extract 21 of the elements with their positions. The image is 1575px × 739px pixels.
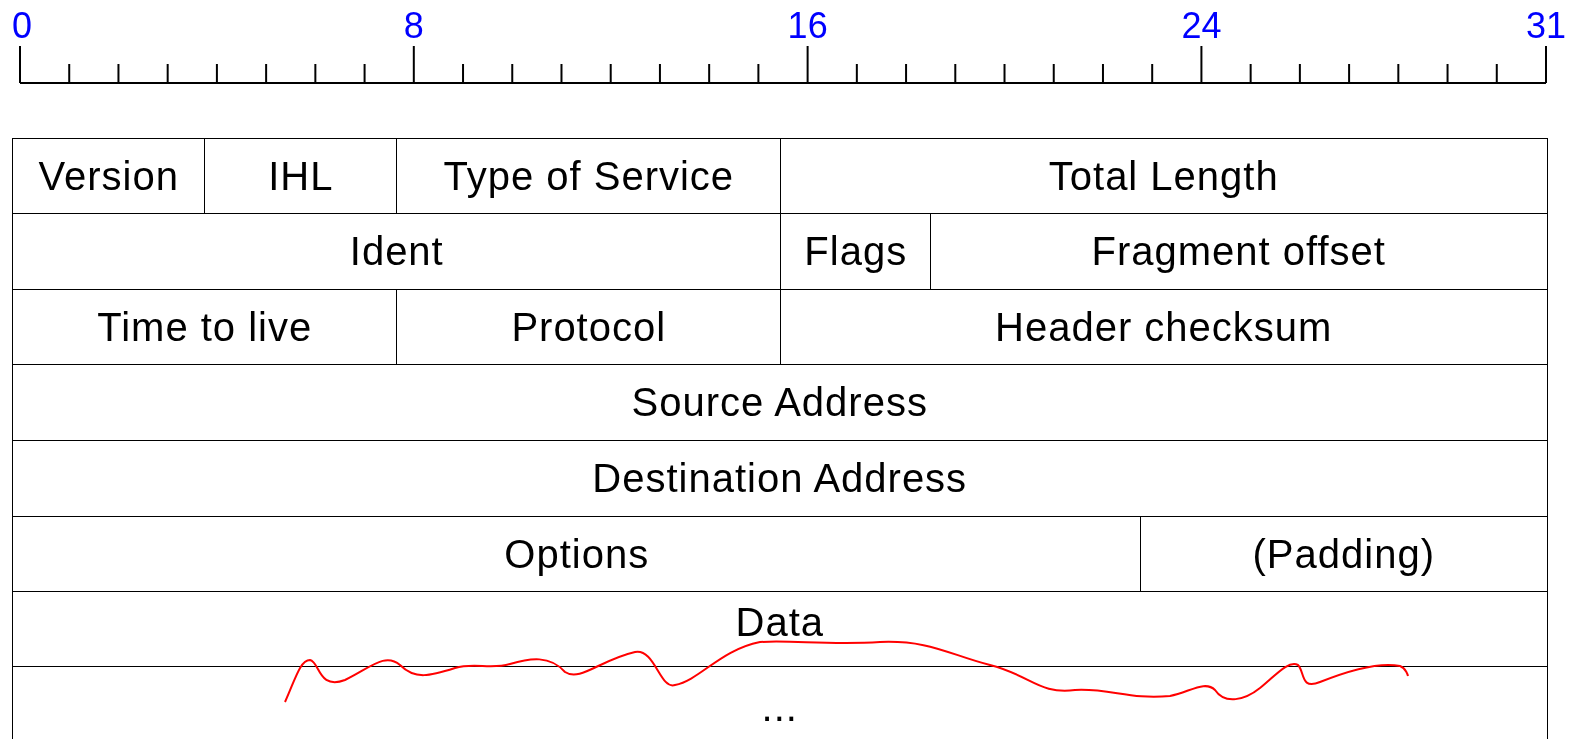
bit-number: 8 <box>403 8 424 44</box>
header-field: IHL <box>204 138 398 215</box>
bit-number: 0 <box>12 8 33 44</box>
header-field: Source Address <box>12 364 1548 442</box>
header-field: Type of Service <box>396 138 782 215</box>
header-field: Total Length <box>780 138 1548 215</box>
header-field: Destination Address <box>12 440 1548 518</box>
header-field: Header checksum <box>780 289 1548 366</box>
header-field: Ident <box>12 213 782 291</box>
bit-number: 16 <box>787 8 828 44</box>
bit-number: 24 <box>1181 8 1222 44</box>
header-field: Time to live <box>12 289 398 366</box>
bit-number: 31 <box>1526 8 1567 44</box>
header-field: Fragment offset <box>930 213 1548 291</box>
header-field: Data <box>12 591 1548 668</box>
header-field: ... <box>12 666 1548 739</box>
header-field: Flags <box>780 213 932 291</box>
header-field: Protocol <box>396 289 782 366</box>
header-field: (Padding) <box>1140 516 1548 593</box>
header-field: Options <box>12 516 1142 593</box>
header-field: Version <box>12 138 206 215</box>
